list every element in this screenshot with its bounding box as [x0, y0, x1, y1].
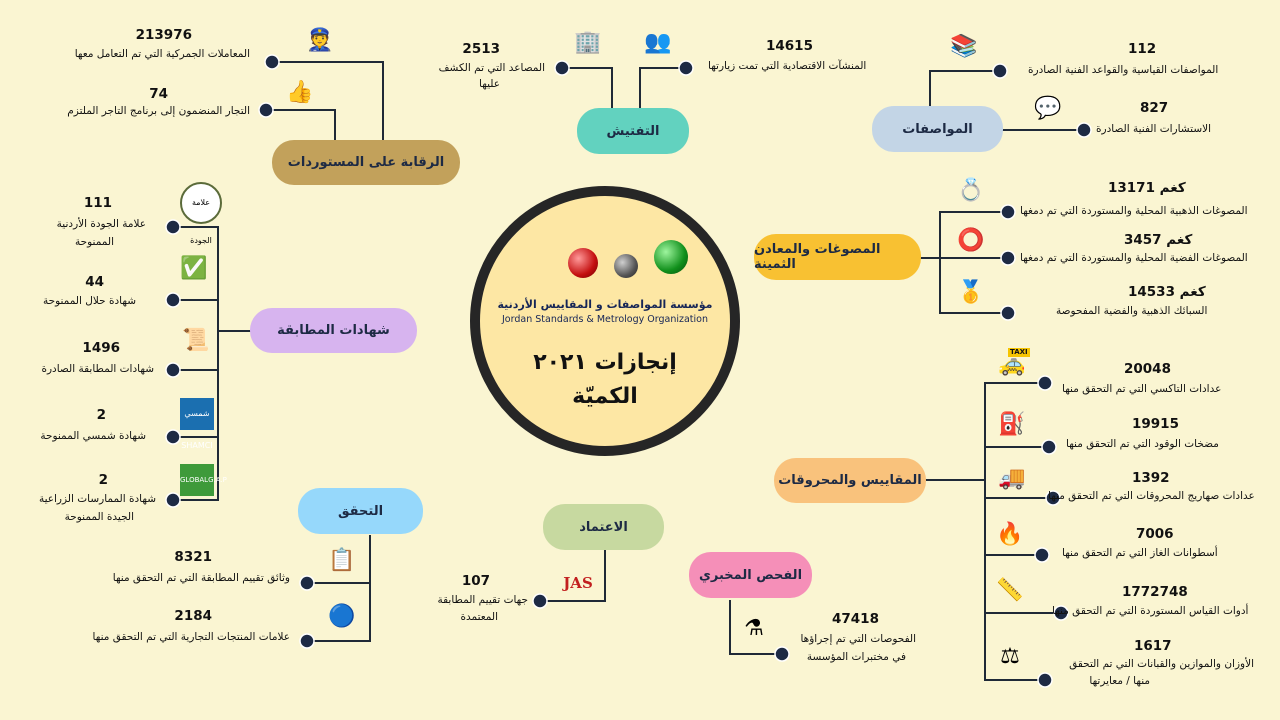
metrology-6-value: 1617 — [1134, 638, 1172, 654]
jewelry-3-label: السبائك الذهبية والفضية المفحوصة — [1056, 305, 1208, 317]
category-jewelry[interactable]: المصوغات والمعادن الثمينة — [754, 234, 921, 280]
title-line-1: إنجازات ٢٠٢١ — [533, 350, 677, 375]
customs-1-value: 213976 — [135, 27, 192, 43]
category-lab[interactable]: الفحص المخبري — [689, 552, 812, 598]
conformity-1-label-1: علامة الجودة الأردنية — [56, 218, 146, 230]
jordan-quality-mark-icon: علامة الجودة — [180, 182, 222, 245]
conformity-5-label-2: الجيدة الممنوحة — [64, 511, 134, 523]
verification-1-label: وثائق تقييم المطابقة التي تم التحقق منها — [112, 572, 290, 584]
category-conformity[interactable]: شهادات المطابقة — [250, 308, 417, 353]
standards-2-value: 827 — [1140, 100, 1169, 116]
jewelry-1-label: المصوغات الذهبية المحلية والمستوردة التي… — [1020, 205, 1248, 217]
conformity-1-label-2: الممنوحة — [75, 236, 114, 248]
jas-logo-icon: JAS — [563, 574, 593, 592]
accreditation-1-label-1: جهات تقييم المطابقة — [437, 594, 528, 606]
conformity-2-label: شهادة حلال الممنوحة — [42, 295, 136, 307]
certificate-icon: 📜 — [182, 328, 210, 353]
conformity-2-value: 44 — [85, 274, 104, 290]
green-gem-icon — [654, 240, 688, 274]
document-check-icon: 📋 — [328, 548, 356, 573]
inspection-1-label-2: عليها — [479, 78, 500, 90]
thumbs-up-stars-icon: 👍 — [286, 80, 314, 105]
red-gem-icon — [568, 248, 598, 278]
gray-gem-icon — [614, 254, 638, 278]
metrology-4-label: أسطوانات الغاز التي تم التحقق منها — [1062, 547, 1218, 559]
conformity-5-label-1: شهادة الممارسات الزراعية — [38, 493, 156, 505]
inspection-1-value: 2513 — [462, 41, 500, 57]
verification-2-label: علامات المنتجات التجارية التي تم التحقق … — [92, 631, 290, 643]
customs-2-value: 74 — [149, 86, 168, 102]
metrology-5-value: 1772748 — [1122, 584, 1188, 600]
jewelry-3-value: 14533 كغم — [1128, 284, 1206, 300]
title-line-2: الكميّة — [572, 384, 638, 409]
halal-seal-icon: ✅ — [180, 256, 208, 281]
customs-1-label: المعاملات الجمركية التي تم التعامل معها — [74, 48, 250, 60]
org-name-english: Jordan Standards & Metrology Organizatio… — [502, 314, 708, 325]
metrology-6-label-2: منها / معايرتها — [1089, 675, 1150, 687]
metrology-1-value: 20048 — [1124, 361, 1171, 377]
lab-1-value: 47418 — [832, 611, 879, 627]
documents-stack-icon: 📚 — [950, 34, 978, 59]
category-accreditation[interactable]: الاعتماد — [543, 504, 664, 550]
metrology-4-value: 7006 — [1136, 526, 1174, 542]
metrology-2-label: مضخات الوقود التي تم التحقق منها — [1066, 438, 1219, 450]
gold-bars-icon: 🥇 — [957, 280, 985, 305]
jewelry-2-value: 3457 كغم — [1124, 232, 1193, 248]
conformity-1-value: 111 — [83, 195, 112, 211]
metrology-3-value: 1392 — [1132, 470, 1170, 486]
verification-1-value: 8321 — [174, 549, 212, 565]
people-group-icon: 👥 — [644, 30, 672, 55]
jewelry-2-label: المصوغات الفضية المحلية والمستوردة التي … — [1020, 252, 1248, 264]
inspection-2-label: المنشآت الاقتصادية التي تمت زيارتها — [708, 60, 867, 72]
consultation-chat-icon: 💬 — [1034, 96, 1062, 121]
jewelry-1-value: 13171 كغم — [1108, 180, 1186, 196]
standards-1-value: 112 — [1128, 41, 1157, 57]
metrology-2-value: 19915 — [1132, 416, 1179, 432]
category-customs[interactable]: الرقابة على المستوردات — [272, 140, 460, 185]
category-standards[interactable]: المواصفات — [872, 106, 1003, 152]
conformity-3-label: شهادات المطابقة الصادرة — [41, 363, 154, 375]
rings-diamond-icon: 💍 — [957, 178, 985, 203]
conformity-5-value: 2 — [98, 472, 108, 488]
standards-1-label: المواصفات القياسية والقواعد الفنية الصاد… — [1028, 64, 1219, 76]
fuel-pump-icon: ⛽ — [998, 412, 1026, 437]
category-verification[interactable]: التحقق — [298, 488, 423, 534]
customs-2-label: التجار المنضمون إلى برنامج التاجر الملتز… — [67, 105, 250, 117]
category-inspection[interactable]: التفتيش — [577, 108, 689, 154]
weighing-scale-icon: ⚖ — [1000, 644, 1020, 669]
metrology-1-label: عدادات التاكسي التي تم التحقق منها — [1062, 383, 1222, 395]
standards-2-label: الاستشارات الفنية الصادرة — [1096, 123, 1212, 135]
globalgap-logo-icon: GLOBALG.A.P — [180, 464, 227, 496]
silver-bracelet-icon: ⭕ — [957, 228, 985, 253]
conformity-3-value: 1496 — [82, 340, 120, 356]
inspection-1-label-1: المصاعد التي تم الكشف — [438, 62, 545, 74]
org-name-arabic: مؤسسة المواصفات و المقاييس الأردنية — [497, 298, 713, 311]
tanker-truck-icon: 🚚 — [998, 466, 1026, 491]
center-title: إنجازات ٢٠٢١ الكميّة — [480, 346, 730, 414]
center-circle: مؤسسة المواصفات و المقاييس الأردنية Jord… — [470, 186, 740, 456]
accreditation-1-value: 107 — [461, 573, 490, 589]
taxi-sign: TAXI — [1008, 348, 1030, 357]
gas-cylinder-icon: 🔥 — [996, 522, 1024, 547]
elevator-icon: 🏢 — [574, 30, 602, 55]
lab-1-label-1: الفحوصات التي تم إجراؤها — [800, 633, 916, 645]
lab-flask-icon: ⚗ — [744, 616, 764, 641]
inspection-2-value: 14615 — [766, 38, 813, 54]
accreditation-1-label-2: المعتمدة — [460, 611, 498, 623]
metrology-3-label: عدادات صهاريج المحروقات التي تم التحقق م… — [1048, 490, 1255, 502]
metrology-5-label: أدوات القياس المستوردة التي تم التحقق من… — [1052, 605, 1249, 617]
conformity-4-label: شهادة شمسي الممنوحة — [40, 430, 146, 442]
trademark-icon: 🔵 — [328, 604, 356, 629]
lab-1-label-2: في مختبرات المؤسسة — [806, 651, 906, 663]
measuring-tools-icon: 📏 — [996, 578, 1024, 603]
category-metrology[interactable]: المقاييس والمحروقات — [774, 458, 926, 503]
shamci-logo-icon: شمسي SHAMCI — [180, 398, 214, 450]
verification-2-value: 2184 — [174, 608, 212, 624]
conformity-4-value: 2 — [96, 407, 106, 423]
metrology-6-label-1: الأوزان والموازين والقبانات التي تم التح… — [1069, 658, 1254, 670]
customs-officer-icon: 👮 — [306, 28, 334, 53]
